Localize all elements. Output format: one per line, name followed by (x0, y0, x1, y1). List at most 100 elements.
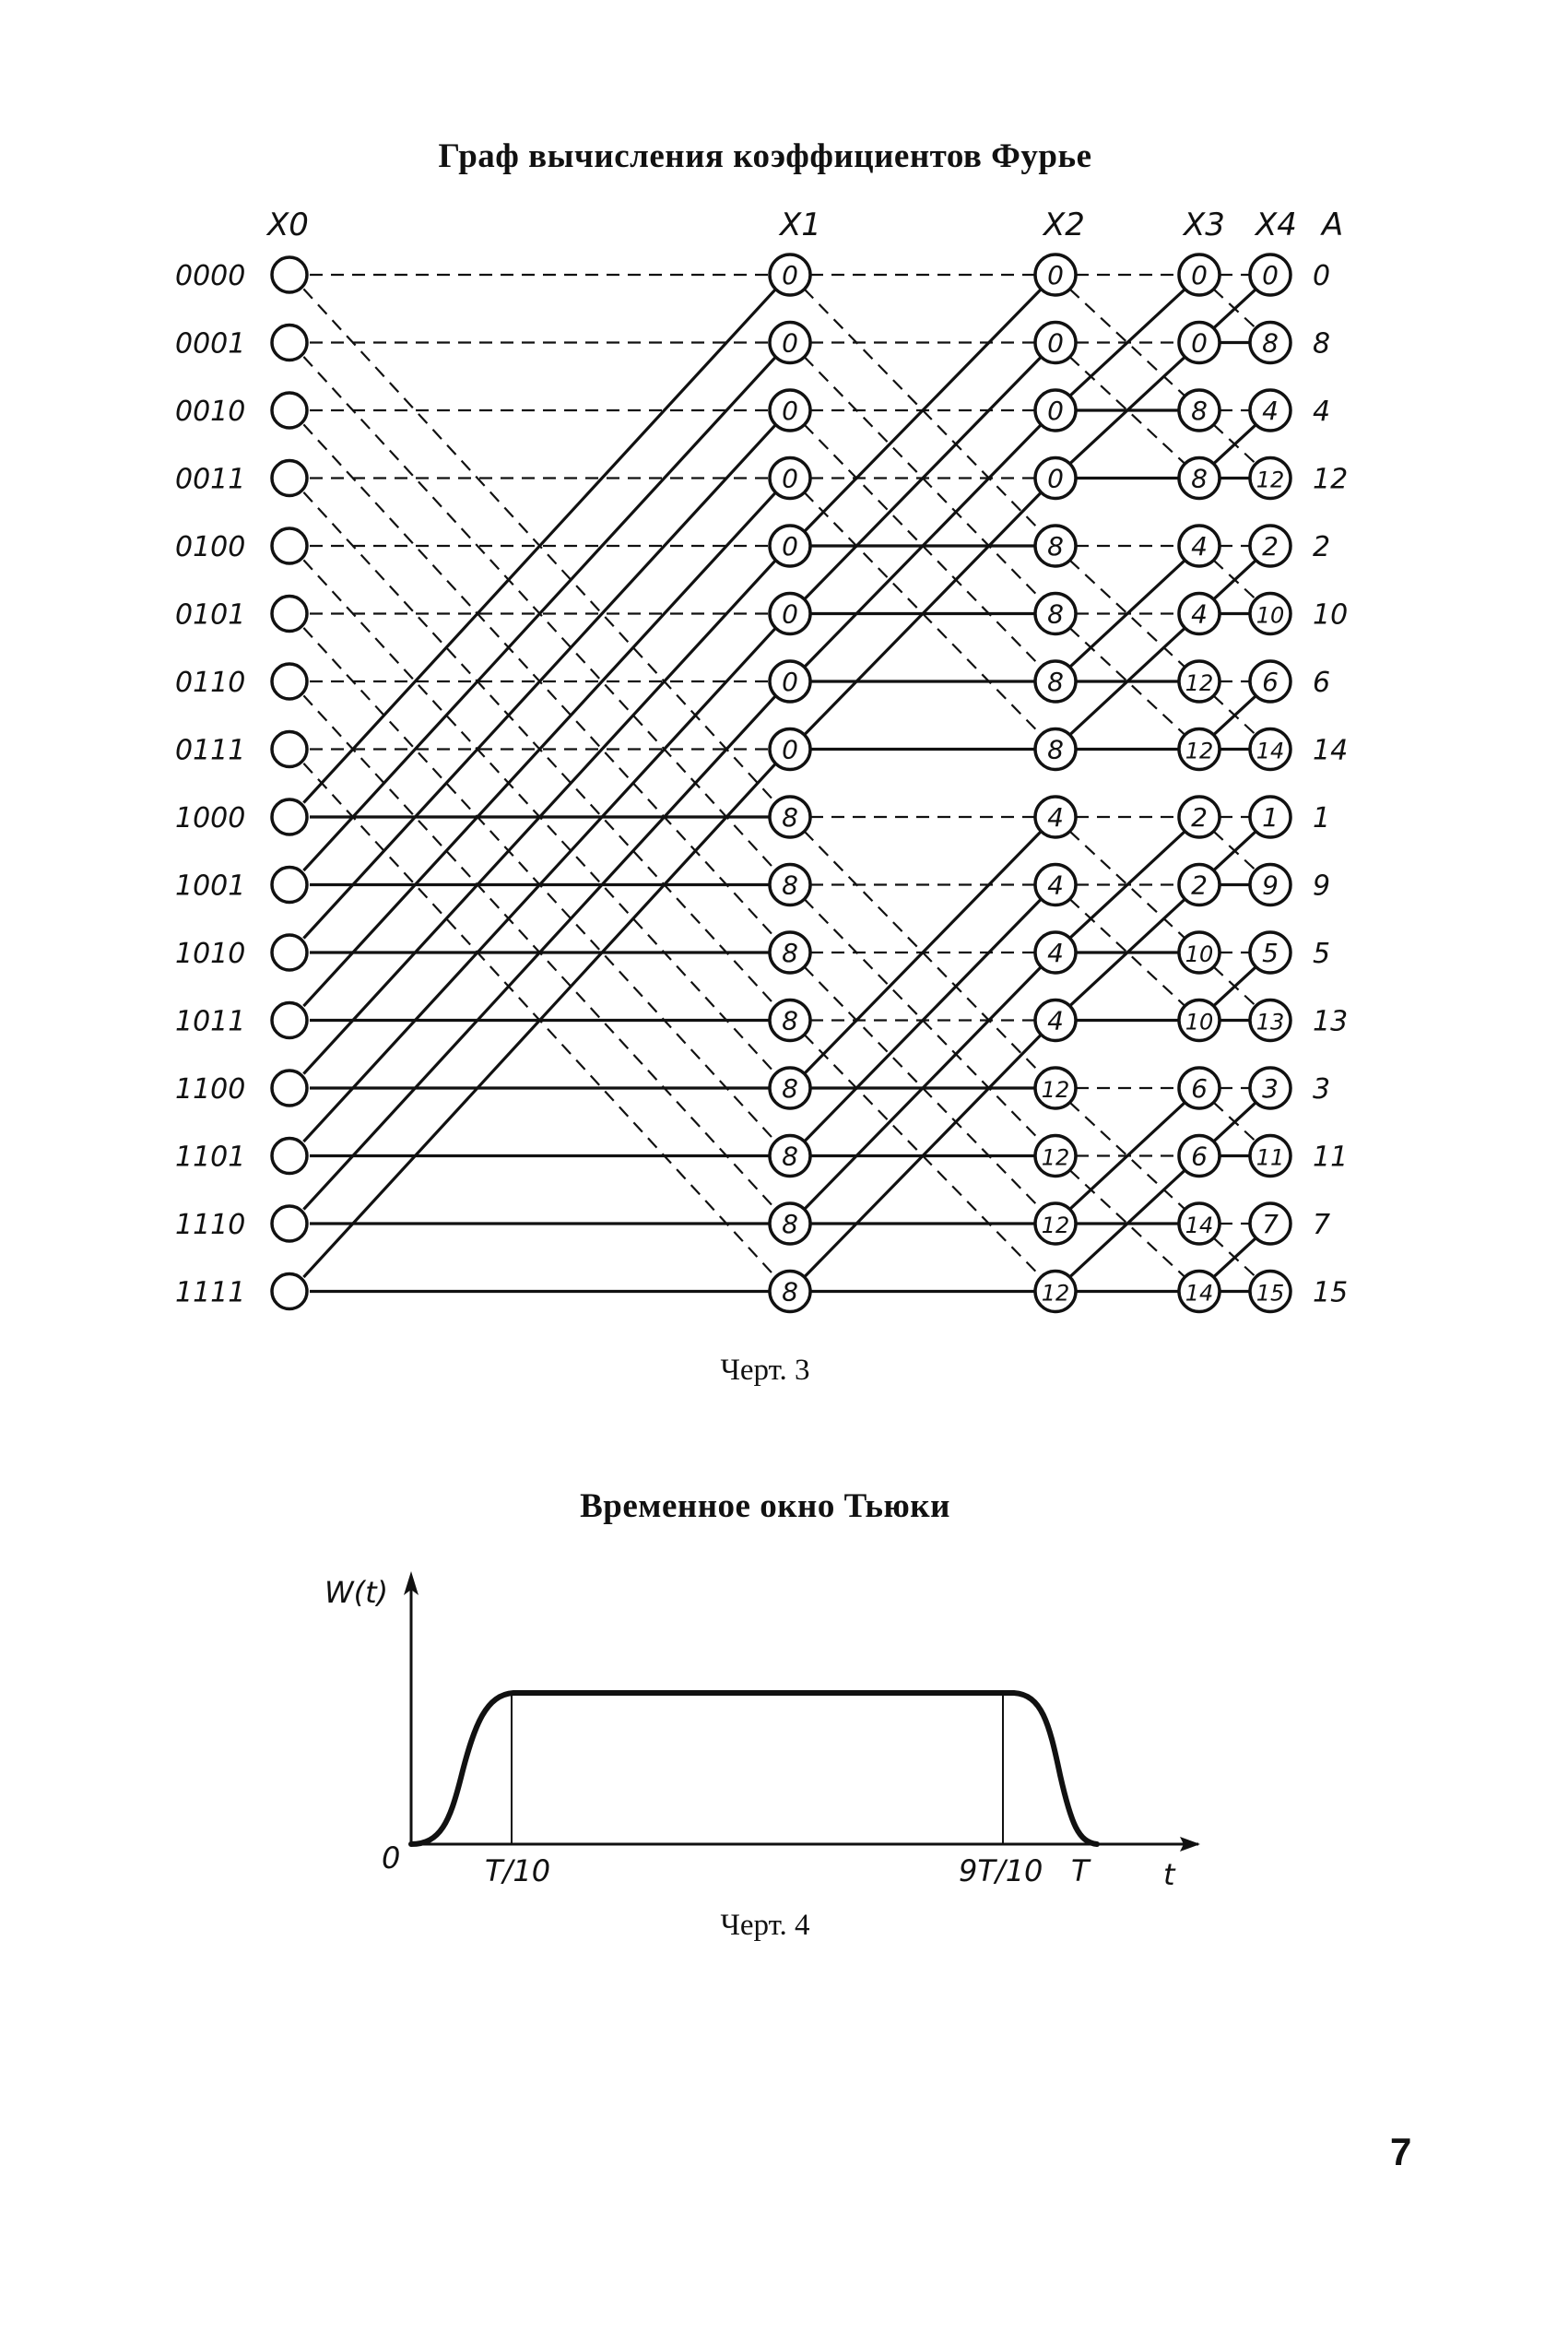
node-value: 2 (1262, 531, 1279, 562)
input-node (270, 1069, 309, 1107)
figure3-caption: Черт. 3 (720, 1354, 810, 1387)
node-value: 12 (1042, 1145, 1070, 1171)
input-node (270, 933, 309, 972)
graph-node (1177, 456, 1221, 501)
row-label: 1111 (175, 1277, 245, 1309)
edge-cross-up (803, 897, 1043, 1143)
input-node (270, 798, 309, 836)
node-value: 8 (782, 802, 798, 833)
edge-cross-up (1212, 830, 1257, 872)
graph-node (1177, 659, 1221, 704)
node-value: 0 (1047, 260, 1064, 290)
graph-node (768, 388, 812, 432)
edge-cross-up (1212, 694, 1257, 737)
node-value: 0 (1047, 328, 1064, 359)
graph-node (1177, 998, 1221, 1043)
node-value: 0 (1047, 464, 1064, 494)
node-value: 12 (1185, 739, 1214, 764)
column-header: X1 (778, 207, 821, 243)
graph-node (1033, 795, 1078, 839)
graph-node (1033, 727, 1078, 772)
node-value: 4 (1047, 1006, 1064, 1036)
edge-cross-up (1212, 288, 1257, 330)
edge-cross-up (1212, 559, 1257, 601)
input-node (270, 391, 309, 430)
row-label: 0000 (175, 260, 245, 292)
y-axis-arrow (404, 1571, 419, 1595)
node-value: 14 (1256, 739, 1285, 764)
node-value: 2 (1191, 870, 1208, 901)
edge-cross-up (803, 491, 1043, 737)
graph-node (1177, 1066, 1221, 1110)
edge-cross-up (1068, 1101, 1186, 1211)
x-tick-t-over-10: T/10 (485, 1853, 550, 1888)
graph-node (1177, 591, 1221, 636)
node-value: 8 (782, 1142, 798, 1172)
graph-node (768, 1201, 812, 1246)
graph-node (1033, 1269, 1078, 1314)
graph-node (1248, 524, 1292, 568)
graph-node (1248, 1133, 1292, 1178)
output-label: 6 (1313, 667, 1330, 699)
input-node (270, 594, 309, 633)
row-label: 1100 (175, 1073, 245, 1106)
figure4-title: Временное окно Тьюки (580, 1487, 950, 1525)
node-value: 0 (782, 599, 798, 630)
node-value: 0 (782, 464, 798, 494)
graph-node (768, 998, 812, 1043)
node-value: 8 (1047, 667, 1064, 697)
origin-label: 0 (382, 1840, 400, 1875)
node-value: 8 (1047, 531, 1064, 562)
graph-node (768, 253, 812, 297)
edge-cross-up (803, 1033, 1043, 1279)
figure3-title: Граф вычисления коэффициентов Фурье (438, 137, 1092, 175)
output-label: 15 (1313, 1277, 1348, 1309)
input-node (270, 662, 309, 701)
graph-node (1033, 1133, 1078, 1178)
node-value: 12 (1256, 467, 1285, 493)
graph-node (1177, 524, 1221, 568)
row-label: 0011 (175, 464, 245, 496)
edge-cross-up (302, 762, 777, 1279)
graph-edges (302, 273, 1257, 1294)
graph-node (1177, 727, 1221, 772)
column-header: X2 (1042, 207, 1085, 243)
node-value: 15 (1256, 1281, 1285, 1307)
graph-node (1033, 1066, 1078, 1110)
graph-node (1248, 930, 1292, 975)
input-node (270, 1204, 309, 1243)
node-value: 8 (1262, 328, 1279, 359)
edge-cross-up (803, 423, 1043, 669)
graph-node (1248, 1269, 1292, 1314)
graph-node (1177, 388, 1221, 432)
column-header: X4 (1254, 207, 1297, 243)
node-value: 8 (782, 1277, 798, 1307)
node-value: 0 (782, 396, 798, 426)
row-label: 1110 (175, 1209, 245, 1241)
row-label: 0110 (175, 667, 245, 699)
edge-cross-up (302, 694, 777, 1211)
edge-cross-down (1068, 1101, 1186, 1211)
node-value: 8 (782, 1209, 798, 1239)
row-label: 0100 (175, 531, 245, 563)
graph-node (1248, 388, 1292, 432)
graph-node (1033, 253, 1078, 297)
node-value: 11 (1256, 1145, 1285, 1171)
graph-node (768, 456, 812, 501)
row-label: 1001 (175, 870, 245, 903)
node-value: 10 (1256, 603, 1285, 629)
input-node (270, 458, 309, 498)
graph-node (768, 591, 812, 636)
output-label: 0 (1313, 260, 1330, 292)
node-value: 12 (1042, 1213, 1070, 1238)
row-label: 1010 (175, 938, 245, 970)
node-value: 0 (782, 328, 798, 359)
row-label: 0010 (175, 396, 245, 428)
graph-node (1177, 1133, 1221, 1178)
graph-node (768, 320, 812, 365)
edge-cross-up (803, 965, 1043, 1211)
node-value: 8 (1047, 599, 1064, 630)
edge-cross-up (1068, 626, 1186, 737)
